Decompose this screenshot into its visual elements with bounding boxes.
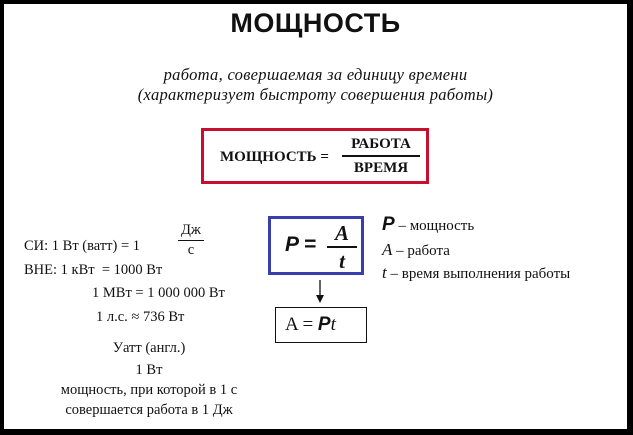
formula-P: P — [285, 233, 299, 256]
power-formula-box: P = A t — [268, 216, 364, 275]
work-formula-P: P — [317, 314, 331, 335]
horsepower-line: 1 л.с. ≈ 736 Вт — [96, 309, 185, 325]
legend-item-power: P – мощность — [382, 214, 474, 236]
legend-text: – мощность — [398, 218, 475, 234]
si-unit-denominator: с — [187, 242, 195, 259]
legend-item-time: t – время выполнения работы — [382, 263, 570, 283]
fraction-bar — [342, 155, 420, 157]
watt-origin: Уатт (англ.) — [112, 340, 186, 356]
watt-definition-line-1: мощность, при которой в 1 с — [60, 382, 238, 398]
word-formula-fraction: РАБОТА ВРЕМЯ — [342, 136, 420, 177]
si-unit-line: СИ: 1 Вт (ватт) = 1 — [24, 238, 141, 254]
watt-unit: 1 Вт — [135, 362, 163, 378]
si-unit-numerator: Дж — [181, 222, 201, 238]
work-formula-t: t — [330, 314, 336, 335]
arrow-down-icon — [316, 280, 324, 303]
page-title: МОЩНОСТЬ — [230, 8, 401, 38]
work-formula-equals: = — [297, 314, 318, 335]
watt-definition-line-2: совершается работа в 1 Дж — [65, 402, 233, 418]
word-formula-lhs: МОЩНОСТЬ = — [220, 149, 329, 165]
formula-denominator: t — [339, 249, 345, 273]
word-formula-box: МОЩНОСТЬ = РАБОТА ВРЕМЯ — [201, 128, 429, 184]
subtitle-line-1: работа, совершаемая за единицу времени — [163, 65, 468, 84]
work-formula-box: A = Pt — [275, 307, 367, 343]
megawatt-line: 1 МВт = 1 000 000 Вт — [92, 285, 225, 301]
subtitle-line-2: (характеризует быстроту совершения работ… — [137, 85, 494, 104]
legend-symbol: t — [382, 263, 387, 282]
legend-text: – время выполнения работы — [390, 266, 571, 282]
fraction-bar — [178, 240, 204, 242]
word-formula-denominator: ВРЕМЯ — [353, 160, 409, 176]
legend-item-work: A – работа — [382, 240, 450, 260]
formula-fraction: A t — [327, 221, 357, 274]
formula-lhs: P = — [285, 233, 316, 257]
word-formula-numerator: РАБОТА — [351, 136, 411, 152]
legend-symbol: P — [382, 214, 395, 235]
work-formula: A = Pt — [285, 314, 336, 336]
formula-equals: = — [304, 233, 317, 256]
legend-text: – работа — [396, 243, 450, 259]
vne-unit-line: ВНЕ: 1 кВт = 1000 Вт — [24, 262, 163, 278]
fraction-bar — [327, 246, 357, 248]
legend-symbol: A — [382, 240, 393, 259]
formula-numerator: A — [334, 221, 349, 245]
work-formula-A: A — [285, 314, 298, 335]
si-unit-fraction: Дж с — [178, 222, 204, 259]
